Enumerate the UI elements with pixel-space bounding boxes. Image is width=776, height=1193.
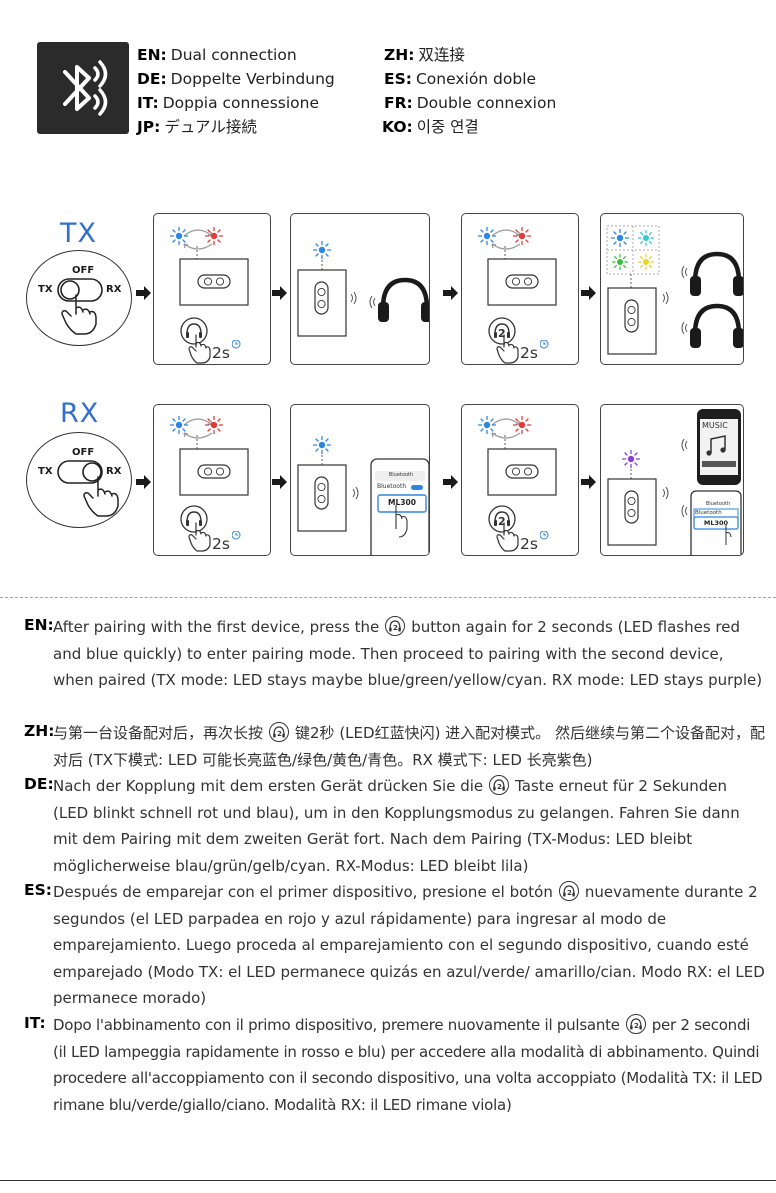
clock-icon <box>232 340 241 349</box>
arrow-right-icon <box>581 286 596 300</box>
mode-label-tx: TX <box>60 218 97 249</box>
tx-step3-panel: 2 2s <box>461 213 579 365</box>
phone-bluetooth-row: Bluetooth <box>695 510 722 516</box>
arrow-right-icon <box>272 286 287 300</box>
hold-time-label: 2s <box>212 344 230 362</box>
instruction-text: Nach der Kopplung mit dem ersten Gerät d… <box>53 775 740 875</box>
tx-step4-panel <box>600 213 744 365</box>
rx-step3-graphic: 2 <box>477 415 557 552</box>
mode-switch-tx: OFF TX RX <box>26 250 132 346</box>
arrow-right-icon <box>443 475 458 489</box>
phone-bluetooth-row: Bluetooth <box>377 483 407 490</box>
arrow-right-icon <box>136 286 151 300</box>
lang-es: ES:Conexión doble <box>384 70 537 88</box>
phone-device-name: ML300 <box>703 519 729 527</box>
section-divider <box>0 597 776 598</box>
lang-de: DE:Doppelte Verbindung <box>137 70 335 88</box>
svg-text:2: 2 <box>634 1022 639 1030</box>
hold-time-label: 2s <box>520 344 538 362</box>
tx-step3-graphic: 2 <box>477 226 557 364</box>
lang-fr: FR:Double connexion <box>384 94 557 112</box>
svg-text:2: 2 <box>498 515 506 528</box>
pair-button-icon: 2 <box>558 881 579 901</box>
lang-it: IT:Doppia connessione <box>137 94 320 112</box>
mode-label-rx: RX <box>60 398 100 429</box>
switch-label-tx: TX <box>38 466 53 477</box>
page-bottom-rule <box>0 1180 776 1181</box>
hold-time-label: 2s <box>212 535 230 553</box>
arrow-right-icon <box>272 475 287 489</box>
lang-tag: DE: <box>24 775 54 793</box>
mode-switch-rx: OFF TX RX <box>26 432 132 528</box>
bluetooth-dual-icon <box>37 42 129 134</box>
lang-en: EN:Dual connection <box>137 46 297 64</box>
tx-step2-graphic <box>297 240 430 337</box>
lang-zh: ZH:双连接 <box>384 46 465 64</box>
instruction-text: Dopo l'abbinamento con il primo disposit… <box>53 1014 763 1114</box>
switch-label-rx: RX <box>106 284 122 295</box>
phone-device-name: ML300 <box>388 498 416 507</box>
clock-icon <box>232 531 241 540</box>
pair-button-icon: 2 <box>385 616 406 636</box>
tx-step1-graphic <box>169 226 249 364</box>
rx-step4-panel: MUSIC Bluetooth Bluetooth ML300 <box>600 404 744 556</box>
tx-step2-panel <box>290 213 430 365</box>
hold-time-label: 2s <box>520 535 538 553</box>
arrow-right-icon <box>136 475 151 489</box>
lang-tag: IT: <box>24 1014 46 1032</box>
lang-tag: ZH: <box>24 722 55 740</box>
switch-graphic <box>57 460 119 517</box>
rx-step2-panel: Bluetooth Bluetooth ML300 <box>290 404 430 556</box>
instruction-text: After pairing with the first device, pre… <box>53 616 763 689</box>
instruction-text: Después de emparejar con el primer dispo… <box>53 881 765 1007</box>
arrow-right-icon <box>581 475 596 489</box>
tx-step4-graphic <box>606 225 744 355</box>
rx-step2-graphic <box>297 435 429 555</box>
phone-bluetooth-header: Bluetooth <box>388 472 414 478</box>
phone-bluetooth-header: Bluetooth <box>705 501 731 507</box>
music-label: MUSIC <box>702 421 728 430</box>
pair-button-icon: 2 <box>269 722 290 742</box>
switch-graphic <box>57 278 103 335</box>
switch-label-tx: TX <box>38 284 53 295</box>
lang-ko: KO:이중 연결 <box>382 118 479 136</box>
lang-jp: JP:デュアル接続 <box>137 118 257 136</box>
svg-text:2: 2 <box>393 624 398 632</box>
switch-label-rx: RX <box>106 466 122 477</box>
switch-label-off: OFF <box>72 265 95 276</box>
pair-button-icon: 2 <box>489 775 510 795</box>
lang-tag: EN: <box>24 616 54 634</box>
svg-text:2: 2 <box>567 889 572 897</box>
switch-label-off: OFF <box>72 447 95 458</box>
clock-icon <box>540 531 549 540</box>
svg-text:2: 2 <box>277 730 282 738</box>
svg-text:2: 2 <box>497 783 502 791</box>
pair-button-icon: 2 <box>625 1014 646 1034</box>
arrow-right-icon <box>443 286 458 300</box>
clock-icon <box>540 340 549 349</box>
rx-step3-panel: 2 2s <box>461 404 579 556</box>
rx-step1-graphic <box>169 415 249 552</box>
lang-tag: ES: <box>24 881 52 899</box>
tx-step1-panel: 2s <box>153 213 271 365</box>
svg-text:2: 2 <box>498 327 506 340</box>
rx-step4-graphic <box>607 409 742 555</box>
rx-step1-panel: 2s <box>153 404 271 556</box>
